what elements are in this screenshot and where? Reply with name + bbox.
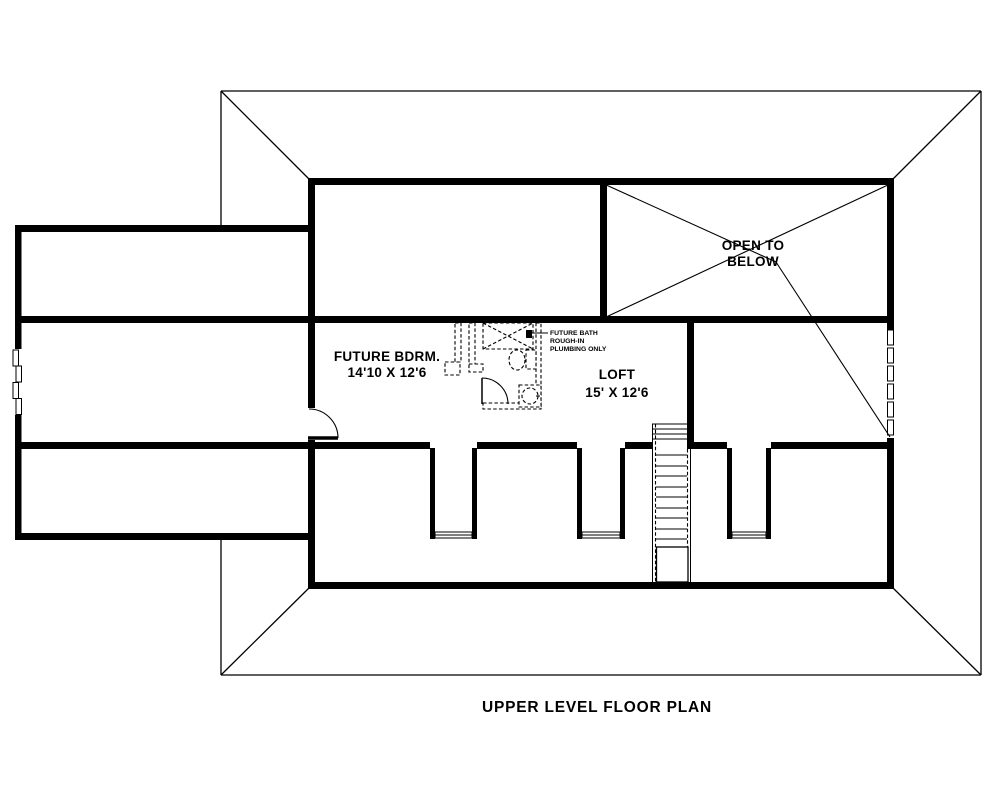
bath-door-swing-arc xyxy=(481,377,509,405)
right-window-pane xyxy=(887,383,894,400)
future-bath xyxy=(444,322,548,410)
wing-window-sash xyxy=(15,398,22,415)
future-bedroom-dimensions: 14'10 X 12'6 xyxy=(347,365,426,380)
shower-x-line xyxy=(482,322,534,350)
dormer2-wall-left xyxy=(577,448,582,539)
open-to-below-label-line2: BELOW xyxy=(727,254,779,269)
wall-loft-east xyxy=(687,316,694,449)
bath-note-line2: ROUGH-IN xyxy=(550,338,584,345)
future-bedroom-label: FUTURE BDRM. xyxy=(334,349,440,364)
wall-lower-seg2 xyxy=(477,442,577,449)
stair-landing xyxy=(655,546,689,583)
wall-main-left-upper xyxy=(308,178,315,408)
wall-main-right-upper xyxy=(887,178,894,330)
right-window-pane xyxy=(887,419,894,436)
drawing-title: UPPER LEVEL FLOOR PLAN xyxy=(482,699,712,716)
wall-lower-seg4 xyxy=(691,442,727,449)
dormers xyxy=(430,448,771,539)
right-window-pane xyxy=(887,347,894,364)
wing-window-sash xyxy=(12,382,19,399)
bath-wall-inner xyxy=(468,322,476,369)
open-x-line-br xyxy=(775,261,891,438)
dormer3-wall-right xyxy=(766,448,771,539)
right-window-pane xyxy=(887,365,894,382)
wall-lower-seg1 xyxy=(15,442,430,449)
open-x-line-bl-tr xyxy=(603,183,891,319)
roof-outline xyxy=(220,90,982,676)
bedroom-door xyxy=(308,408,339,440)
bath-note-line3: PLUMBING ONLY xyxy=(550,346,607,353)
bath-wall-south xyxy=(482,402,542,410)
wing-window-sash xyxy=(15,365,22,383)
shower-valve xyxy=(526,330,532,338)
wall-main-right-lower xyxy=(887,438,894,589)
wall-wing-left-lower xyxy=(15,415,22,540)
dormer2-wall-right xyxy=(620,448,625,539)
bath-wall-inner-foot xyxy=(468,363,484,373)
windows xyxy=(12,329,894,436)
wall-wing-bottom xyxy=(15,533,315,540)
labels: FUTURE BDRM. 14'10 X 12'6 LOFT 15' X 12'… xyxy=(334,238,784,716)
staircase xyxy=(652,423,691,583)
wall-main-bottom xyxy=(308,582,894,589)
dormer3-wall-left xyxy=(727,448,732,539)
walls xyxy=(15,178,894,589)
wall-lower-seg3 xyxy=(625,442,652,449)
wall-middle xyxy=(15,316,894,323)
right-window-pane xyxy=(887,329,894,346)
dormer1-wall-left xyxy=(430,448,435,539)
dormer1-wall-right xyxy=(472,448,477,539)
open-x-line-tl xyxy=(603,183,777,263)
toilet-tank xyxy=(525,349,537,370)
wall-open-west xyxy=(600,178,607,323)
toilet-bowl xyxy=(508,349,526,371)
roof-hip-bottom-right xyxy=(890,585,982,676)
roof-hip-top-left xyxy=(220,90,312,182)
wall-lower-seg5 xyxy=(771,442,894,449)
wall-main-left-lower xyxy=(308,440,315,589)
bath-note-line1: FUTURE BATH xyxy=(550,330,598,337)
roof-hip-top-right xyxy=(890,90,982,182)
bedroom-door-swing-arc xyxy=(308,408,339,439)
loft-label: LOFT xyxy=(599,367,636,382)
open-to-below-label-line1: OPEN TO xyxy=(722,238,785,253)
wall-wing-left-upper xyxy=(15,225,22,349)
wall-wing-top xyxy=(15,225,315,232)
loft-dimensions: 15' X 12'6 xyxy=(585,385,649,400)
bath-wall-west-jog xyxy=(444,361,461,376)
wing-window-sash xyxy=(12,349,19,367)
right-window-pane xyxy=(887,401,894,418)
bath-wall-west-upper xyxy=(454,322,462,363)
roof-hip-bottom-left xyxy=(220,585,312,676)
shower-x-line xyxy=(482,322,534,350)
open-to-below-x xyxy=(603,183,891,438)
